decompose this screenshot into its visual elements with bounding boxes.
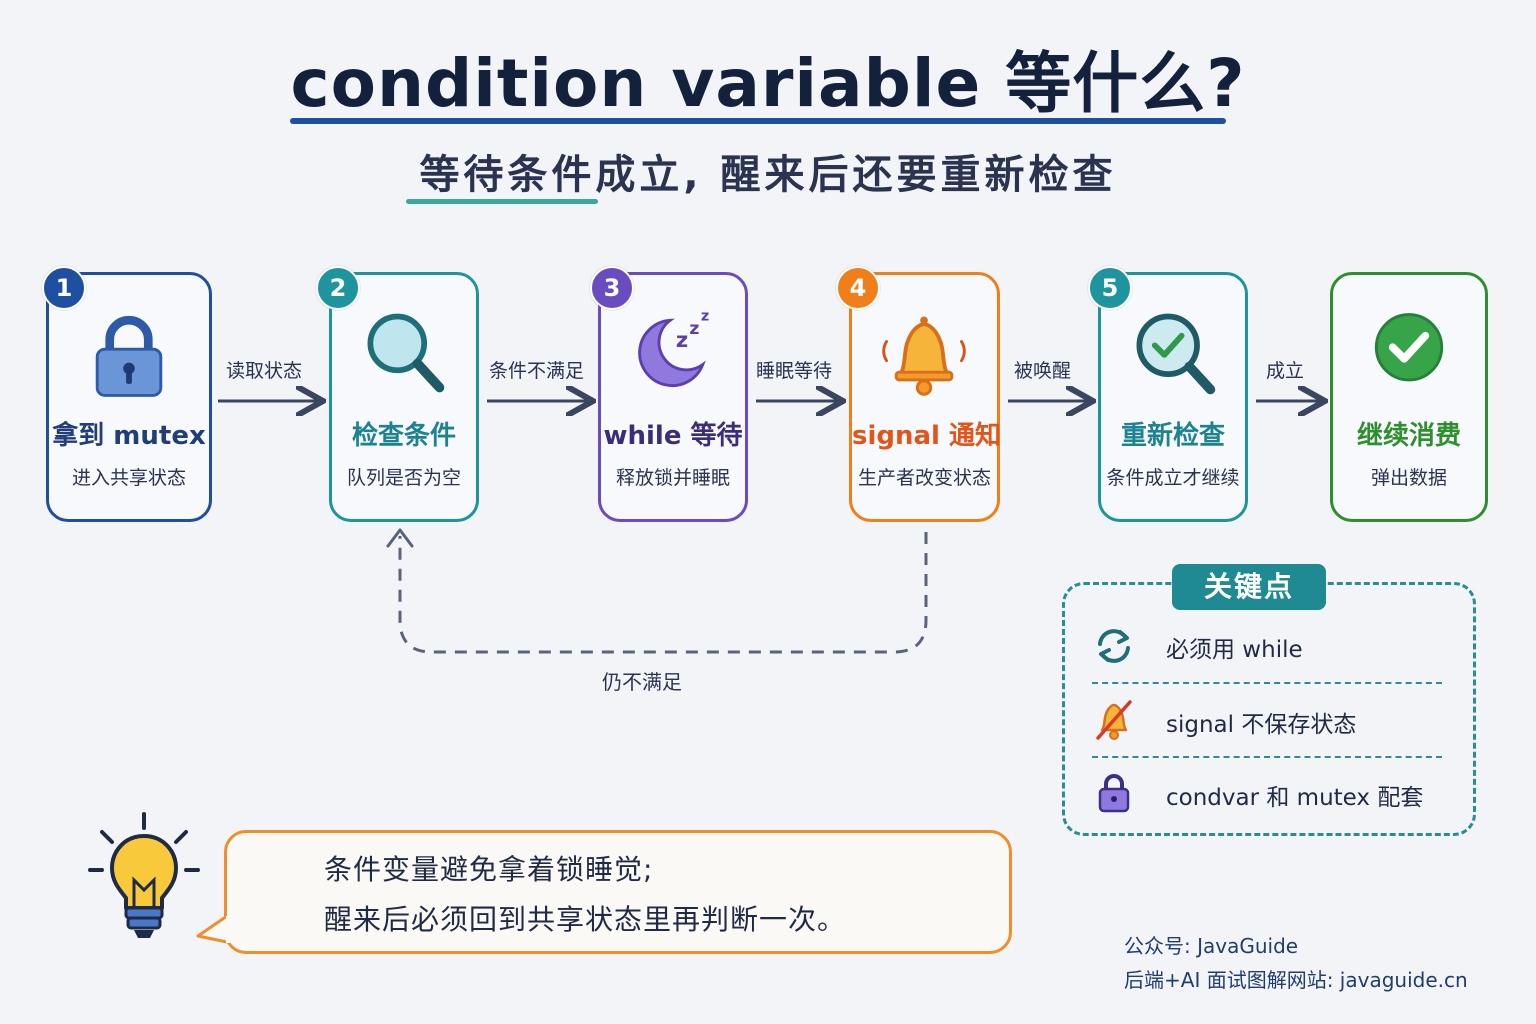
- step-badge-5: 5: [1088, 266, 1132, 310]
- step-badge-2: 2: [316, 266, 360, 310]
- step-label: 检查条件: [351, 421, 456, 451]
- magnifier-icon: [367, 313, 445, 393]
- step-desc: 条件成立才继续: [1106, 467, 1240, 489]
- bell-icon: [882, 316, 966, 396]
- check-circle-icon: [1374, 313, 1444, 382]
- step-badge-1: 1: [42, 266, 86, 310]
- svg-text:z: z: [689, 319, 699, 339]
- arrow-label-1: 读取状态: [226, 360, 303, 382]
- key-point-3: condvar 和 mutex 配套: [1166, 785, 1424, 811]
- loop-label: 仍不满足: [602, 670, 682, 694]
- svg-text:z: z: [676, 327, 688, 352]
- step-label: signal 通知: [852, 421, 1002, 451]
- step-desc: 弹出数据: [1370, 467, 1447, 489]
- tip-line-2: 醒来后必须回到共享状态里再判断一次。: [324, 903, 847, 936]
- divider: [1092, 756, 1442, 758]
- arrow-label-3: 睡眠等待: [756, 360, 833, 382]
- footer-account: 公众号: JavaGuide: [1124, 934, 1299, 958]
- magnifier-check-icon: [1136, 313, 1216, 395]
- page-title: condition variable 等什么?: [290, 45, 1246, 122]
- lightbulb-icon: [88, 812, 200, 938]
- divider: [1092, 682, 1442, 684]
- step-desc: 进入共享状态: [71, 467, 186, 489]
- key-point-2: signal 不保存状态: [1166, 712, 1357, 738]
- arrow-label-4: 被唤醒: [1014, 360, 1072, 382]
- step-badge-3: 3: [590, 266, 634, 310]
- moon-sleep-icon: z z z: [638, 308, 709, 387]
- arrow-label-2: 条件不满足: [489, 360, 585, 382]
- svg-text:z: z: [701, 308, 709, 324]
- step-card-2: 检查条件 队列是否为空: [329, 272, 479, 522]
- step-card-6: 继续消费 弹出数据: [1330, 272, 1488, 522]
- key-point-1: 必须用 while: [1166, 637, 1303, 663]
- step-card-1: 拿到 mutex 进入共享状态: [46, 272, 212, 522]
- step-desc: 生产者改变状态: [857, 467, 991, 489]
- step-label: 重新检查: [1120, 421, 1225, 451]
- footer-website: 后端+AI 面试图解网站: javaguide.cn: [1124, 968, 1468, 992]
- step-desc: 队列是否为空: [346, 467, 461, 489]
- tip-line-1: 条件变量避免拿着锁睡觉;: [324, 853, 654, 886]
- subtitle-underline: [406, 199, 598, 204]
- step-label: while 等待: [603, 421, 743, 451]
- bell-off-icon: [1096, 700, 1132, 740]
- tip-box: [224, 830, 1012, 954]
- title-underline: [290, 118, 1226, 124]
- step-card-4: signal 通知 生产者改变状态: [849, 272, 1002, 522]
- step-label: 拿到 mutex: [52, 421, 206, 451]
- lock-icon: [1098, 774, 1130, 813]
- step-desc: 释放锁并睡眠: [615, 467, 730, 489]
- step-badge-4: 4: [836, 266, 880, 310]
- tip-pointer: [196, 914, 230, 944]
- lock-icon: [95, 315, 163, 397]
- arrow-label-5: 成立: [1266, 360, 1305, 382]
- loop-arrow: [398, 532, 928, 654]
- step-card-3: z z z while 等待 释放锁并睡眠: [598, 272, 748, 522]
- refresh-icon: [1098, 629, 1130, 663]
- step-card-5: 重新检查 条件成立才继续: [1098, 272, 1248, 522]
- step-label: 继续消费: [1356, 421, 1461, 451]
- page-subtitle: 等待条件成立, 醒来后还要重新检查: [419, 152, 1117, 198]
- key-points-title: 关键点: [1172, 564, 1326, 610]
